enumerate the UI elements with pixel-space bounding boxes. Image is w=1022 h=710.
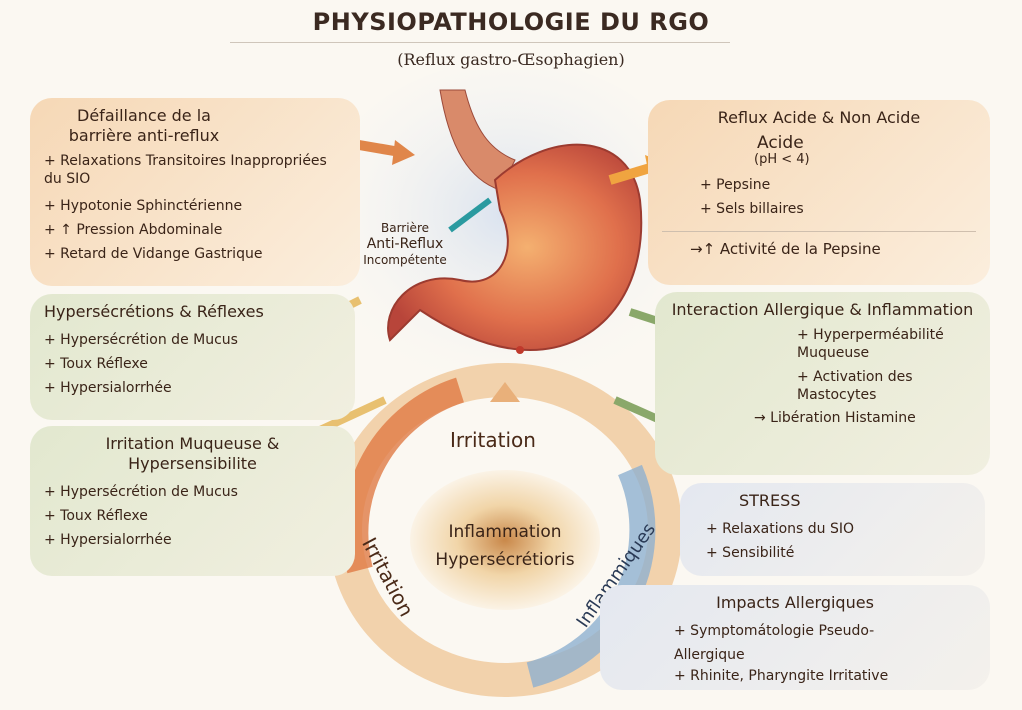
list-item: + Relaxations du SIO: [706, 521, 855, 537]
list-item: + Hypersécrétion de Mucus: [44, 332, 238, 348]
pepsine-activity: →↑ Activité de la Pepsine: [690, 240, 881, 258]
list-item: + Hypersécrétion de Mucus: [44, 484, 238, 500]
cycle-label-top: Irritation: [450, 428, 536, 452]
acid-label: Acide: [757, 133, 804, 153]
acid-drop: [516, 346, 524, 354]
box-title: Impacts Allergiques: [716, 593, 874, 612]
list-item: + ↑ Pression Abdominale: [44, 222, 223, 238]
barrier-label-line1: Barrière: [380, 221, 429, 235]
barrier-label-line3: Incompétente: [363, 253, 447, 267]
box-stress: STRESS + Relaxations du SIO + Sensibilit…: [680, 483, 985, 576]
swirl: [410, 470, 600, 610]
box-reflux: Reflux Acide & Non Acide Acide (pH < 4) …: [648, 100, 990, 285]
list-item: + Relaxations Transitoires Inappropriées…: [44, 153, 327, 187]
ph-label: (pH < 4): [754, 152, 810, 167]
box-title: Défaillance de la barrière anti-reflux: [68, 106, 220, 145]
list-item: + Toux Réflexe: [44, 508, 148, 524]
reflux-jet: [448, 197, 492, 233]
list-item: + Activation des Mastocytes: [797, 369, 913, 403]
box-impacts: Impacts Allergiques + Symptomátologie Ps…: [600, 585, 990, 690]
cycle-arrow-left: [342, 377, 465, 574]
box-allergique: Interaction Allergique & Inflammation + …: [655, 292, 990, 475]
list-item: + Retard de Vidange Gastrique: [44, 246, 263, 262]
list-item: + Toux Réflexe: [44, 356, 148, 372]
list-item: + Pepsine: [700, 177, 771, 193]
histamine-release: → Libération Histamine: [754, 410, 916, 426]
list-item: + Hyperperméabilité Muqueuse: [797, 327, 944, 361]
title-divider: [230, 42, 730, 43]
list-item: + Rhinite, Pharyngite Irritative: [674, 668, 889, 684]
stomach-icon: [387, 143, 643, 352]
barrier-label-line2: Anti-Reflux: [366, 236, 444, 252]
list-item: + Hypotonie Sphinctérienne: [44, 198, 243, 214]
list-item: + Sensibilité: [706, 545, 795, 561]
page-title: PHYSIOPATHOLOGIE DU RGO: [312, 8, 710, 36]
page-subtitle: (Reflux gastro-Œsophagien): [397, 50, 625, 69]
list-item: + Symptomátologie Pseudo-Allergique: [674, 623, 875, 663]
box-title: Hypersécrétions & Réflexes: [44, 302, 264, 321]
cycle-center-2: Hypersécrétioris: [435, 550, 575, 570]
box-title: Interaction Allergique & Inflammation: [671, 300, 974, 319]
cycle-center-1: Inflammation: [448, 522, 562, 542]
barrier-label: Barrière Anti-Reflux Incompétente: [345, 220, 465, 268]
box-defaillance: Défaillance de la barrière anti-reflux +…: [30, 98, 360, 286]
divider: [662, 231, 976, 232]
box-irritation: Irritation Muqueuse & Hypersensibilite +…: [30, 426, 355, 576]
list-item: + Sels billaires: [700, 201, 804, 217]
list-item: + Hypersialorrhée: [44, 380, 172, 396]
up-arrow: [490, 382, 520, 402]
list-item: + Hypersialorrhée: [44, 532, 172, 548]
box-title: Irritation Muqueuse & Hypersensibilite: [105, 434, 280, 473]
box-hypersecretions: Hypersécrétions & Réflexes + Hypersécrét…: [30, 294, 355, 420]
box-title: Reflux Acide & Non Acide: [717, 108, 921, 127]
box-title: STRESS: [739, 491, 801, 510]
